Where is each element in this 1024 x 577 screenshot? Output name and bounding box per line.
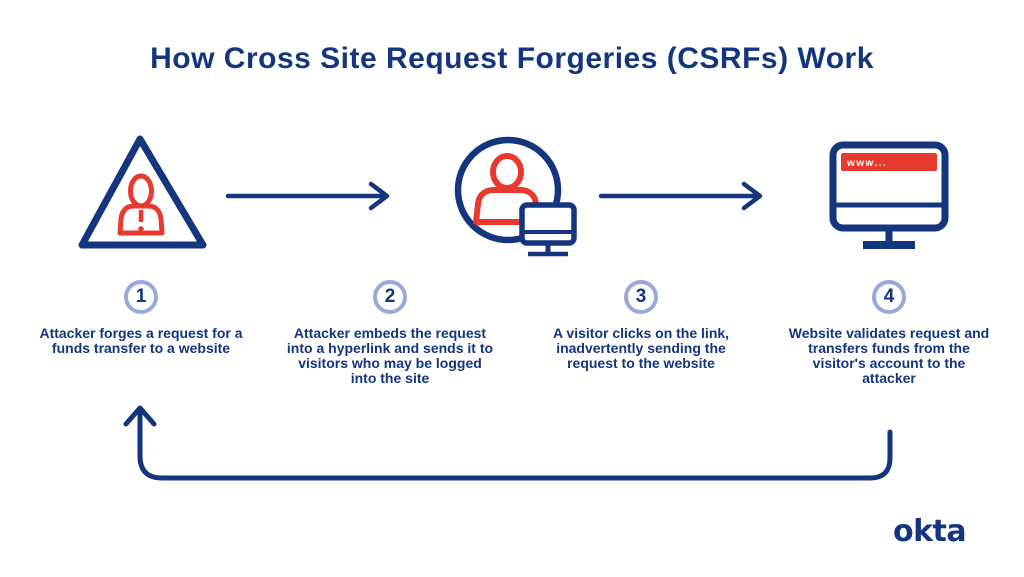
step-1-number: 1 <box>135 286 147 307</box>
step-4-number: 4 <box>883 286 895 307</box>
arrow-right-icon <box>598 181 763 211</box>
attacker-warning-triangle-icon <box>78 135 207 249</box>
website-browser-icon: www... <box>829 141 949 249</box>
step-1-label: Attacker forges a request for a funds tr… <box>39 325 243 356</box>
step-4-label: Website validates request and transfers … <box>788 325 990 386</box>
visitor-monitor <box>519 202 577 246</box>
warning-triangle-outline <box>78 135 207 249</box>
website-address-bar-label: www... <box>846 158 887 169</box>
step-4-badge: 4 <box>872 280 906 314</box>
exclamation-dot <box>138 226 144 232</box>
step-2-label: Attacker embeds the request into a hyper… <box>286 325 494 386</box>
website-address-bar <box>841 153 937 171</box>
step-3-badge: 3 <box>624 280 658 314</box>
okta-logo: okta <box>893 514 967 549</box>
arrow-shaft <box>225 181 390 211</box>
return-arrow-path <box>123 405 893 481</box>
step-1-badge: 1 <box>124 280 158 314</box>
step-3-number: 3 <box>635 286 647 307</box>
diagram-title: How Cross Site Request Forgeries (CSRFs)… <box>150 42 874 75</box>
visitor-head <box>490 153 524 191</box>
step-2-badge: 2 <box>373 280 407 314</box>
step-3-label: A visitor clicks on the link, inadverten… <box>552 325 730 371</box>
attacker-head <box>128 173 154 209</box>
visitor-circle-outline <box>454 136 562 244</box>
arrow-right-icon <box>225 181 390 211</box>
arrow-shaft <box>598 181 763 211</box>
visitor-at-computer-icon <box>454 136 577 257</box>
attacker-body <box>117 203 165 236</box>
step-2-number: 2 <box>384 286 396 307</box>
return-arrow-icon <box>123 405 893 481</box>
